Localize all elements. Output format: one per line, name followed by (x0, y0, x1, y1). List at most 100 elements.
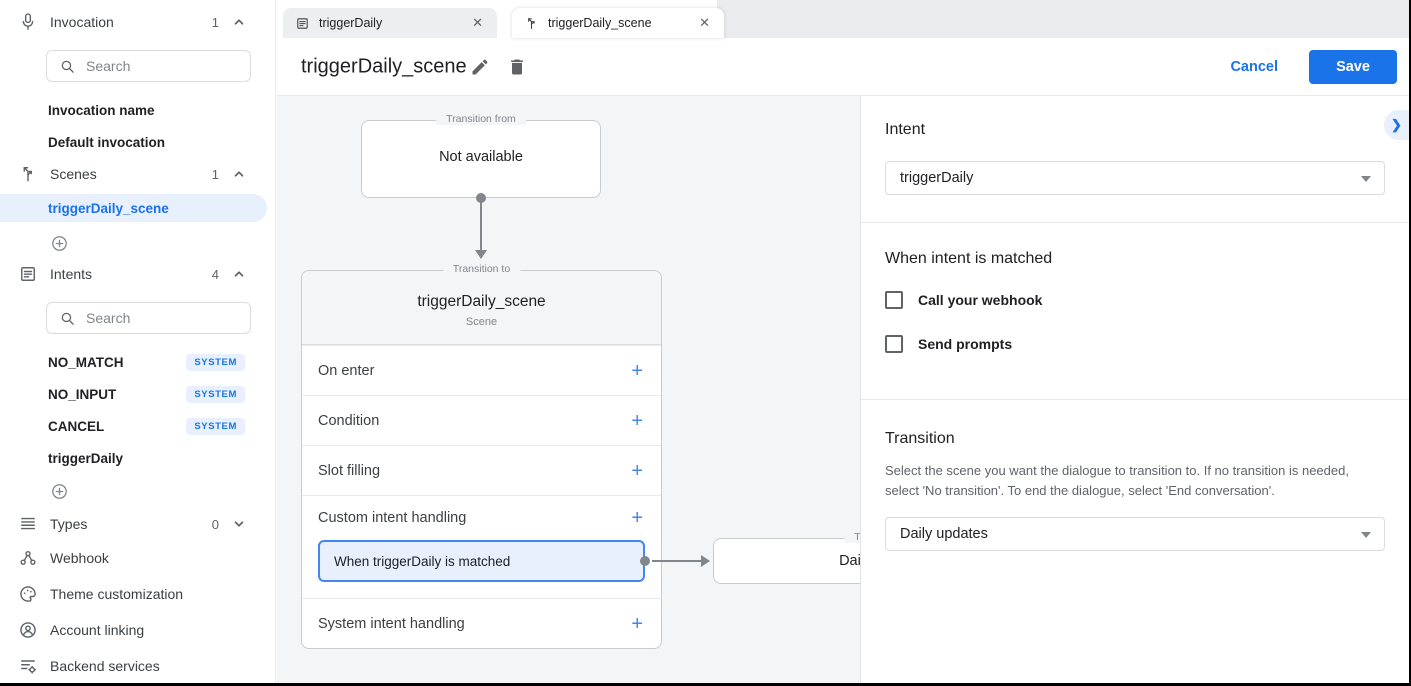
webhook-checkbox[interactable] (885, 291, 903, 309)
intents-search-input[interactable] (86, 310, 240, 326)
edit-pencil-icon[interactable] (470, 57, 490, 77)
tab-title: triggerDaily (319, 16, 383, 30)
nav-label: Backend services (50, 658, 160, 674)
page-title: triggerDaily_scene (301, 55, 467, 77)
webhook-icon (18, 548, 38, 568)
sidebar-item-triggerdaily-scene-selected[interactable]: triggerDaily_scene (0, 194, 267, 222)
sidebar-item-invocation-name[interactable]: Invocation name (0, 94, 275, 126)
chevron-down-icon[interactable] (229, 514, 249, 534)
intent-select-value: triggerDaily (900, 170, 974, 186)
intent-section: Intent triggerDaily (861, 96, 1409, 223)
system-badge: SYSTEM (186, 417, 245, 435)
nav-label: Theme customization (50, 586, 184, 602)
delete-trash-icon[interactable] (507, 57, 527, 77)
add-scene-button[interactable] (0, 228, 275, 258)
article-icon (18, 264, 38, 284)
scene-section-custom-intent-handling: Custom intent handling + When triggerDai… (302, 495, 661, 582)
add-intent-button[interactable] (0, 476, 275, 506)
add-icon[interactable]: + (631, 359, 643, 382)
sidebar-item-no-match[interactable]: NO_MATCH SYSTEM (0, 346, 275, 378)
add-icon[interactable]: + (631, 409, 643, 432)
intent-heading: Intent (885, 121, 926, 138)
custom-intent-handler-selected[interactable]: When triggerDaily is matched (318, 540, 650, 582)
sidebar-section-intents[interactable]: Intents 4 (0, 258, 275, 290)
save-button[interactable]: Save (1309, 49, 1397, 84)
nav-label: Account linking (50, 622, 145, 638)
connector-line (480, 198, 482, 250)
item-label: CANCEL (48, 418, 105, 434)
when-matched-heading: When intent is matched (885, 250, 1053, 267)
section-label: Intents (50, 266, 93, 282)
sidebar-section-invocation[interactable]: Invocation 1 (0, 6, 275, 38)
invocation-search-input[interactable] (86, 58, 240, 74)
close-icon[interactable]: ✕ (699, 15, 710, 30)
tabbar-filler (717, 0, 1409, 38)
close-icon[interactable]: ✕ (472, 15, 483, 30)
section-label: Types (50, 516, 88, 532)
scene-section-system-intent-handling: System intent handling + (302, 598, 661, 648)
sidebar-item-cancel[interactable]: CANCEL SYSTEM (0, 410, 275, 442)
dropdown-caret-icon (1361, 532, 1371, 539)
sidebar-section-scenes[interactable]: Scenes 1 (0, 158, 275, 190)
scene-fork-icon (524, 16, 539, 31)
scene-node-card: Transition to triggerDaily_scene Scene O… (301, 263, 662, 649)
send-prompts-option[interactable]: Send prompts (885, 335, 1385, 353)
target-node-title: Daily updates (839, 553, 860, 569)
collapse-panel-button[interactable]: ❯ (1384, 110, 1409, 140)
sidebar-item-no-input[interactable]: NO_INPUT SYSTEM (0, 378, 275, 410)
section-label: Invocation (50, 14, 114, 30)
scene-card-subtitle: Scene (465, 316, 498, 328)
sidebar-item-account-linking[interactable]: Account linking (0, 612, 275, 648)
sidebar-item-triggerdaily[interactable]: triggerDaily (0, 442, 275, 474)
transition-description: Select the scene you want the dialogue t… (885, 463, 1349, 499)
when-matched-section: When intent is matched Call your webhook… (861, 223, 1409, 400)
call-webhook-option[interactable]: Call your webhook (885, 291, 1385, 309)
chevron-up-icon[interactable] (229, 12, 249, 32)
chevron-up-icon[interactable] (229, 264, 249, 284)
sidebar-item-backend-services[interactable]: Backend services (0, 648, 275, 683)
tab-triggerdaily[interactable]: triggerDaily ✕ (283, 8, 497, 38)
scene-card-title: triggerDaily_scene (417, 293, 546, 310)
section-count: 0 (211, 516, 219, 532)
intent-detail-panel: Intent triggerDaily When intent is match… (860, 96, 1409, 683)
scene-header: triggerDaily_scene Cancel Save (277, 38, 1409, 96)
add-circle-icon (52, 483, 67, 499)
system-badge: SYSTEM (186, 385, 245, 403)
transition-select[interactable]: Daily updates (885, 517, 1385, 552)
add-icon[interactable]: + (631, 507, 643, 529)
add-icon[interactable]: + (631, 459, 643, 482)
sidebar-item-default-invocation[interactable]: Default invocation (0, 126, 275, 158)
nav-label: Webhook (50, 550, 109, 566)
chevron-up-icon[interactable] (229, 164, 249, 184)
section-count: 1 (211, 14, 219, 30)
prompts-checkbox[interactable] (885, 335, 903, 353)
scene-section-slot-filling: Slot filling + (302, 445, 661, 495)
editor-tabbar: triggerDaily ✕ triggerDaily_scene ✕ (277, 0, 1409, 38)
article-icon (295, 16, 310, 31)
services-gear-icon (18, 656, 38, 676)
section-count: 4 (211, 266, 219, 282)
scene-card-header: triggerDaily_scene Scene (302, 271, 661, 345)
intent-select[interactable]: triggerDaily (885, 161, 1385, 195)
item-label: triggerDaily_scene (48, 200, 169, 216)
item-label: triggerDaily (48, 450, 124, 466)
daily-updates-node[interactable]: Transition to Daily updates (713, 531, 860, 584)
item-label: Default invocation (48, 134, 166, 150)
transition-from-value: Not available (439, 149, 523, 165)
transition-from-legend: Transition from (436, 113, 526, 125)
scene-diagram-canvas: Transition from Not available Transition… (277, 96, 860, 683)
dropdown-caret-icon (1361, 176, 1371, 182)
sidebar-item-webhook[interactable]: Webhook (0, 540, 275, 576)
sidebar-item-theme-customization[interactable]: Theme customization (0, 576, 275, 612)
chevron-right-icon: ❯ (1391, 117, 1402, 132)
scene-section-on-enter: On enter + (302, 345, 661, 395)
search-icon (61, 60, 74, 73)
transition-section: Transition Select the scene you want the… (861, 400, 1409, 552)
add-icon[interactable]: + (631, 612, 643, 635)
screen-edge (1409, 0, 1411, 686)
cancel-button[interactable]: Cancel (1230, 58, 1278, 75)
add-circle-icon (52, 235, 67, 251)
tab-triggerdaily-scene[interactable]: triggerDaily_scene ✕ (512, 8, 724, 38)
sidebar-section-types[interactable]: Types 0 (0, 508, 275, 540)
